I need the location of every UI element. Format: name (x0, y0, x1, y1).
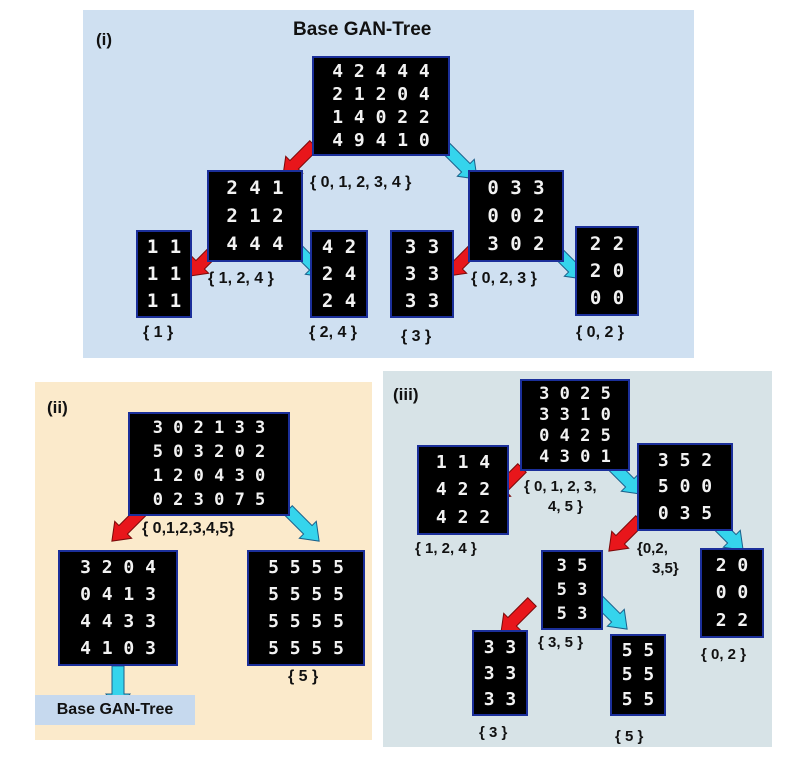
node-label: { 3 } (479, 724, 508, 741)
image-grid-root: 3 0 2 1 3 3 5 0 3 2 0 2 1 2 0 4 3 0 0 2 … (128, 412, 290, 516)
panel-label-i: (i) (96, 30, 113, 49)
grid-row: 2 1 2 0 4 (332, 84, 430, 105)
panel-title: Base GAN-Tree (293, 19, 432, 40)
grid-row: 5 5 5 5 (268, 557, 344, 578)
grid-row: 5 5 (621, 689, 655, 711)
grid-row: 0 0 (715, 582, 749, 604)
grid-row: 3 0 2 (487, 233, 545, 255)
grid-row: 3 3 (483, 662, 517, 684)
grid-row: 3 5 (556, 556, 588, 576)
grid-row: 3 0 2 1 3 3 (152, 418, 266, 438)
grid-row: 3 5 2 (657, 449, 713, 471)
grid-row: 1 1 (146, 236, 182, 259)
grid-row: 4 4 4 (226, 233, 284, 255)
image-grid-leaf: 2 2 2 0 0 0 (575, 226, 639, 316)
image-grid-left: 3 2 0 4 0 4 1 3 4 4 3 3 4 1 0 3 (58, 550, 178, 666)
grid-row: 0 3 3 (487, 177, 545, 199)
grid-row: 4 4 3 3 (80, 611, 156, 632)
node-label: { 0, 1, 2, 3, 4 } (310, 174, 412, 191)
grid-row: 5 5 (621, 639, 655, 661)
grid-row: 2 0 (589, 259, 625, 282)
grid-row: 0 0 2 (487, 205, 545, 227)
grid-row: 5 5 5 5 (268, 638, 344, 659)
node-label: { 0, 2 } (701, 646, 747, 663)
node-label: {0,2, (637, 540, 668, 557)
grid-row: 3 2 0 4 (80, 557, 156, 578)
node-label: { 5 } (288, 668, 319, 685)
grid-row: 1 1 (146, 289, 182, 312)
grid-row: 5 0 0 (657, 476, 713, 498)
grid-row: 3 3 (483, 636, 517, 658)
grid-row: 4 2 (321, 236, 357, 259)
grid-row: 0 0 (589, 287, 625, 310)
grid-row: 5 3 (556, 580, 588, 600)
grid-row: 3 3 (404, 262, 440, 285)
grid-row: 5 5 5 5 (268, 611, 344, 632)
node-label: 3,5} (652, 560, 679, 577)
panel-label-iii: (iii) (393, 385, 419, 404)
grid-row: 2 1 2 (226, 205, 284, 227)
grid-row: 3 3 (483, 688, 517, 710)
grid-row: 2 2 (715, 609, 749, 631)
grid-row: 1 4 0 2 2 (332, 107, 430, 128)
grid-row: 4 2 2 (435, 506, 491, 528)
grid-row: 3 0 2 5 (539, 383, 611, 404)
node-label: { 3, 5 } (538, 634, 584, 651)
grid-row: 4 9 4 1 0 (332, 130, 430, 151)
grid-row: 1 1 (146, 262, 182, 285)
node-label: { 0, 1, 2, 3, (524, 478, 597, 495)
grid-row: 2 4 1 (226, 177, 284, 199)
base-gan-tree-label: Base GAN-Tree (35, 695, 195, 725)
image-grid-leaf: 3 3 3 3 3 3 (390, 230, 454, 318)
node-label: { 3 } (401, 328, 432, 345)
node-label: { 0,1,2,3,4,5} (142, 520, 235, 537)
grid-row: 5 0 3 2 0 2 (152, 442, 266, 462)
grid-row: 5 3 (556, 604, 588, 624)
image-grid-leaf: 5 5 5 5 5 5 (610, 634, 666, 716)
grid-row: 0 2 3 0 7 5 (152, 490, 266, 510)
node-label: 4, 5 } (548, 498, 584, 515)
grid-row: 0 4 1 3 (80, 584, 156, 605)
grid-row: 4 2 4 4 4 (332, 61, 430, 82)
grid-row: 2 4 (321, 262, 357, 285)
grid-row: 4 2 2 (435, 479, 491, 501)
grid-row: 0 3 5 (657, 503, 713, 525)
image-grid-leaf: 3 3 3 3 3 3 (472, 630, 528, 716)
grid-row: 2 2 (589, 232, 625, 255)
grid-row: 1 1 4 (435, 452, 491, 474)
panel-label-ii: (ii) (47, 398, 68, 417)
image-grid-root: 4 2 4 4 4 2 1 2 0 4 1 4 0 2 2 4 9 4 1 0 (312, 56, 450, 156)
grid-row: 2 0 (715, 555, 749, 577)
image-grid-left: 1 1 4 4 2 2 4 2 2 (417, 445, 509, 535)
image-grid-right: 3 5 2 5 0 0 0 3 5 (637, 443, 733, 531)
grid-row: 5 5 (621, 664, 655, 686)
image-grid-mid: 3 5 5 3 5 3 (541, 550, 603, 630)
grid-row: 3 3 (404, 236, 440, 259)
node-label: { 1 } (143, 324, 174, 341)
grid-row: 4 3 0 1 (539, 446, 611, 467)
grid-row: 3 3 (404, 289, 440, 312)
image-grid-left: 2 4 1 2 1 2 4 4 4 (207, 170, 303, 262)
grid-row: 5 5 5 5 (268, 584, 344, 605)
node-label: { 0, 2 } (576, 324, 625, 341)
image-grid-root: 3 0 2 5 3 3 1 0 0 4 2 5 4 3 0 1 (520, 379, 630, 471)
node-label: { 1, 2, 4 } (208, 270, 274, 287)
image-grid-leaf: 1 1 1 1 1 1 (136, 230, 192, 318)
grid-row: 3 3 1 0 (539, 404, 611, 425)
grid-row: 0 4 2 5 (539, 425, 611, 446)
image-grid-leaf: 2 0 0 0 2 2 (700, 548, 764, 638)
node-label: { 5 } (615, 728, 644, 745)
grid-row: 2 4 (321, 289, 357, 312)
node-label: { 2, 4 } (309, 324, 358, 341)
grid-row: 1 2 0 4 3 0 (152, 466, 266, 486)
image-grid-leaf: 4 2 2 4 2 4 (310, 230, 368, 318)
grid-row: 4 1 0 3 (80, 638, 156, 659)
node-label: { 0, 2, 3 } (471, 270, 537, 287)
image-grid-right: 5 5 5 5 5 5 5 5 5 5 5 5 5 5 5 5 (247, 550, 365, 666)
image-grid-right: 0 3 3 0 0 2 3 0 2 (468, 170, 564, 262)
node-label: { 1, 2, 4 } (415, 540, 477, 557)
